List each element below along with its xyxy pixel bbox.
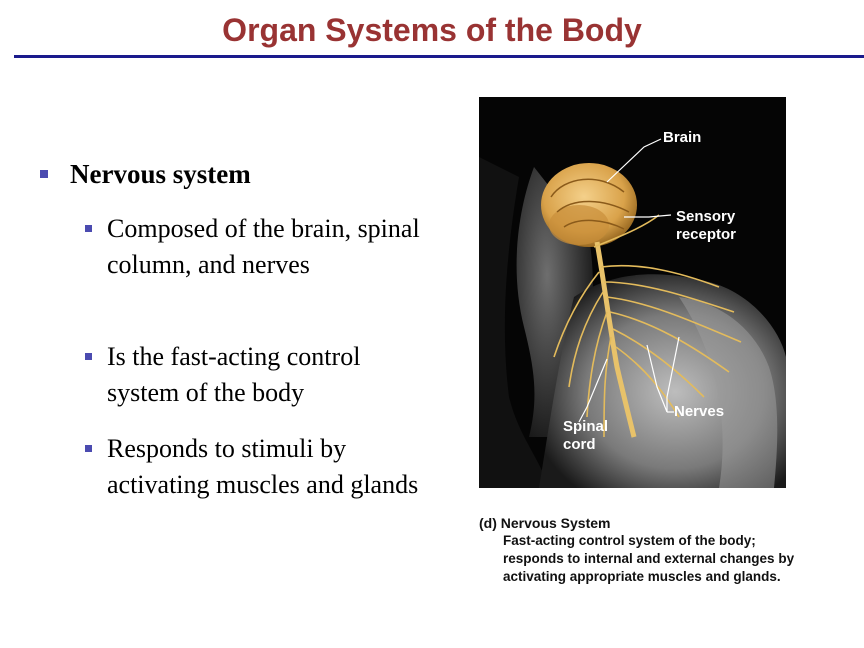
caption-body: Fast-acting control system of the body; …	[503, 533, 795, 584]
nervous-system-figure: Brain Sensory receptor Nerves Spinal cor…	[479, 97, 786, 488]
label-receptor: receptor	[676, 226, 737, 243]
label-spinal: Spinal	[563, 418, 609, 435]
slide-title: Organ Systems of the Body	[222, 12, 642, 48]
bullet-main-text: Nervous system	[70, 159, 251, 189]
bullet-sub-text: Is the fast-acting control system of the…	[107, 342, 361, 407]
nervous-system-illustration	[479, 97, 786, 488]
bullet-square-icon	[85, 353, 92, 360]
bullet-list: Nervous system Composed of the brain, sp…	[40, 159, 425, 503]
label-nerves: Nerves	[674, 403, 725, 420]
label-cord: cord	[563, 436, 596, 453]
figure-caption: (d) Nervous System Fast-acting control s…	[479, 514, 799, 614]
label-brain: Brain	[663, 129, 702, 146]
caption-title: (d) Nervous System	[479, 515, 611, 531]
bullet-square-icon	[85, 445, 92, 452]
bullet-square-icon	[40, 170, 48, 178]
bullet-sub-text: Responds to stimuli by activating muscle…	[107, 434, 419, 499]
bullet-sub-1: Composed of the brain, spinal column, an…	[85, 211, 425, 283]
bullet-square-icon	[85, 225, 92, 232]
label-sensory: Sensory	[676, 208, 736, 225]
bullet-sub-2: Is the fast-acting control system of the…	[85, 339, 425, 411]
title-divider	[14, 55, 864, 58]
bullet-sub-text: Composed of the brain, spinal column, an…	[107, 214, 420, 279]
bullet-sub-3: Responds to stimuli by activating muscle…	[85, 431, 425, 503]
